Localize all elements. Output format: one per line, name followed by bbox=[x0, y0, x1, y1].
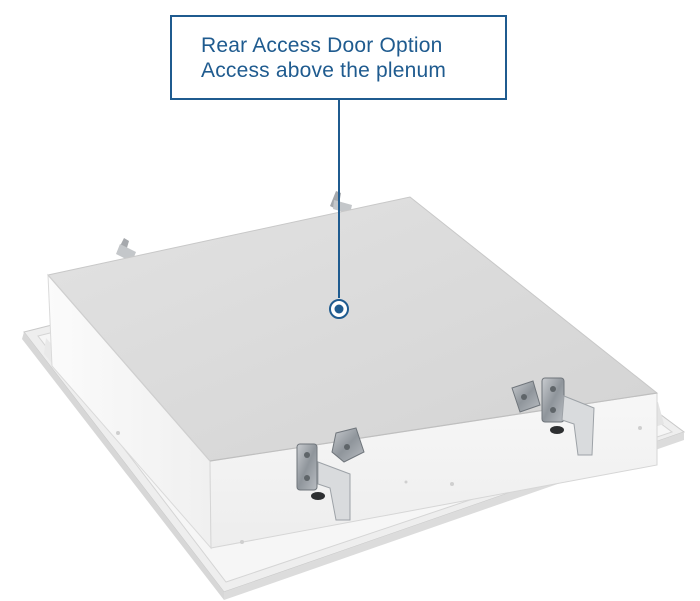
access-panel bbox=[47, 196, 659, 550]
callout-subtitle: Access above the plenum bbox=[201, 59, 447, 82]
latch-right bbox=[511, 377, 595, 456]
latch-left bbox=[296, 427, 365, 521]
callout-title: Rear Access Door Option bbox=[201, 34, 443, 57]
flange-screw-holes bbox=[116, 426, 642, 544]
callout-leader bbox=[329, 100, 349, 319]
callout-box: Rear Access Door Option Access above the… bbox=[170, 15, 507, 100]
